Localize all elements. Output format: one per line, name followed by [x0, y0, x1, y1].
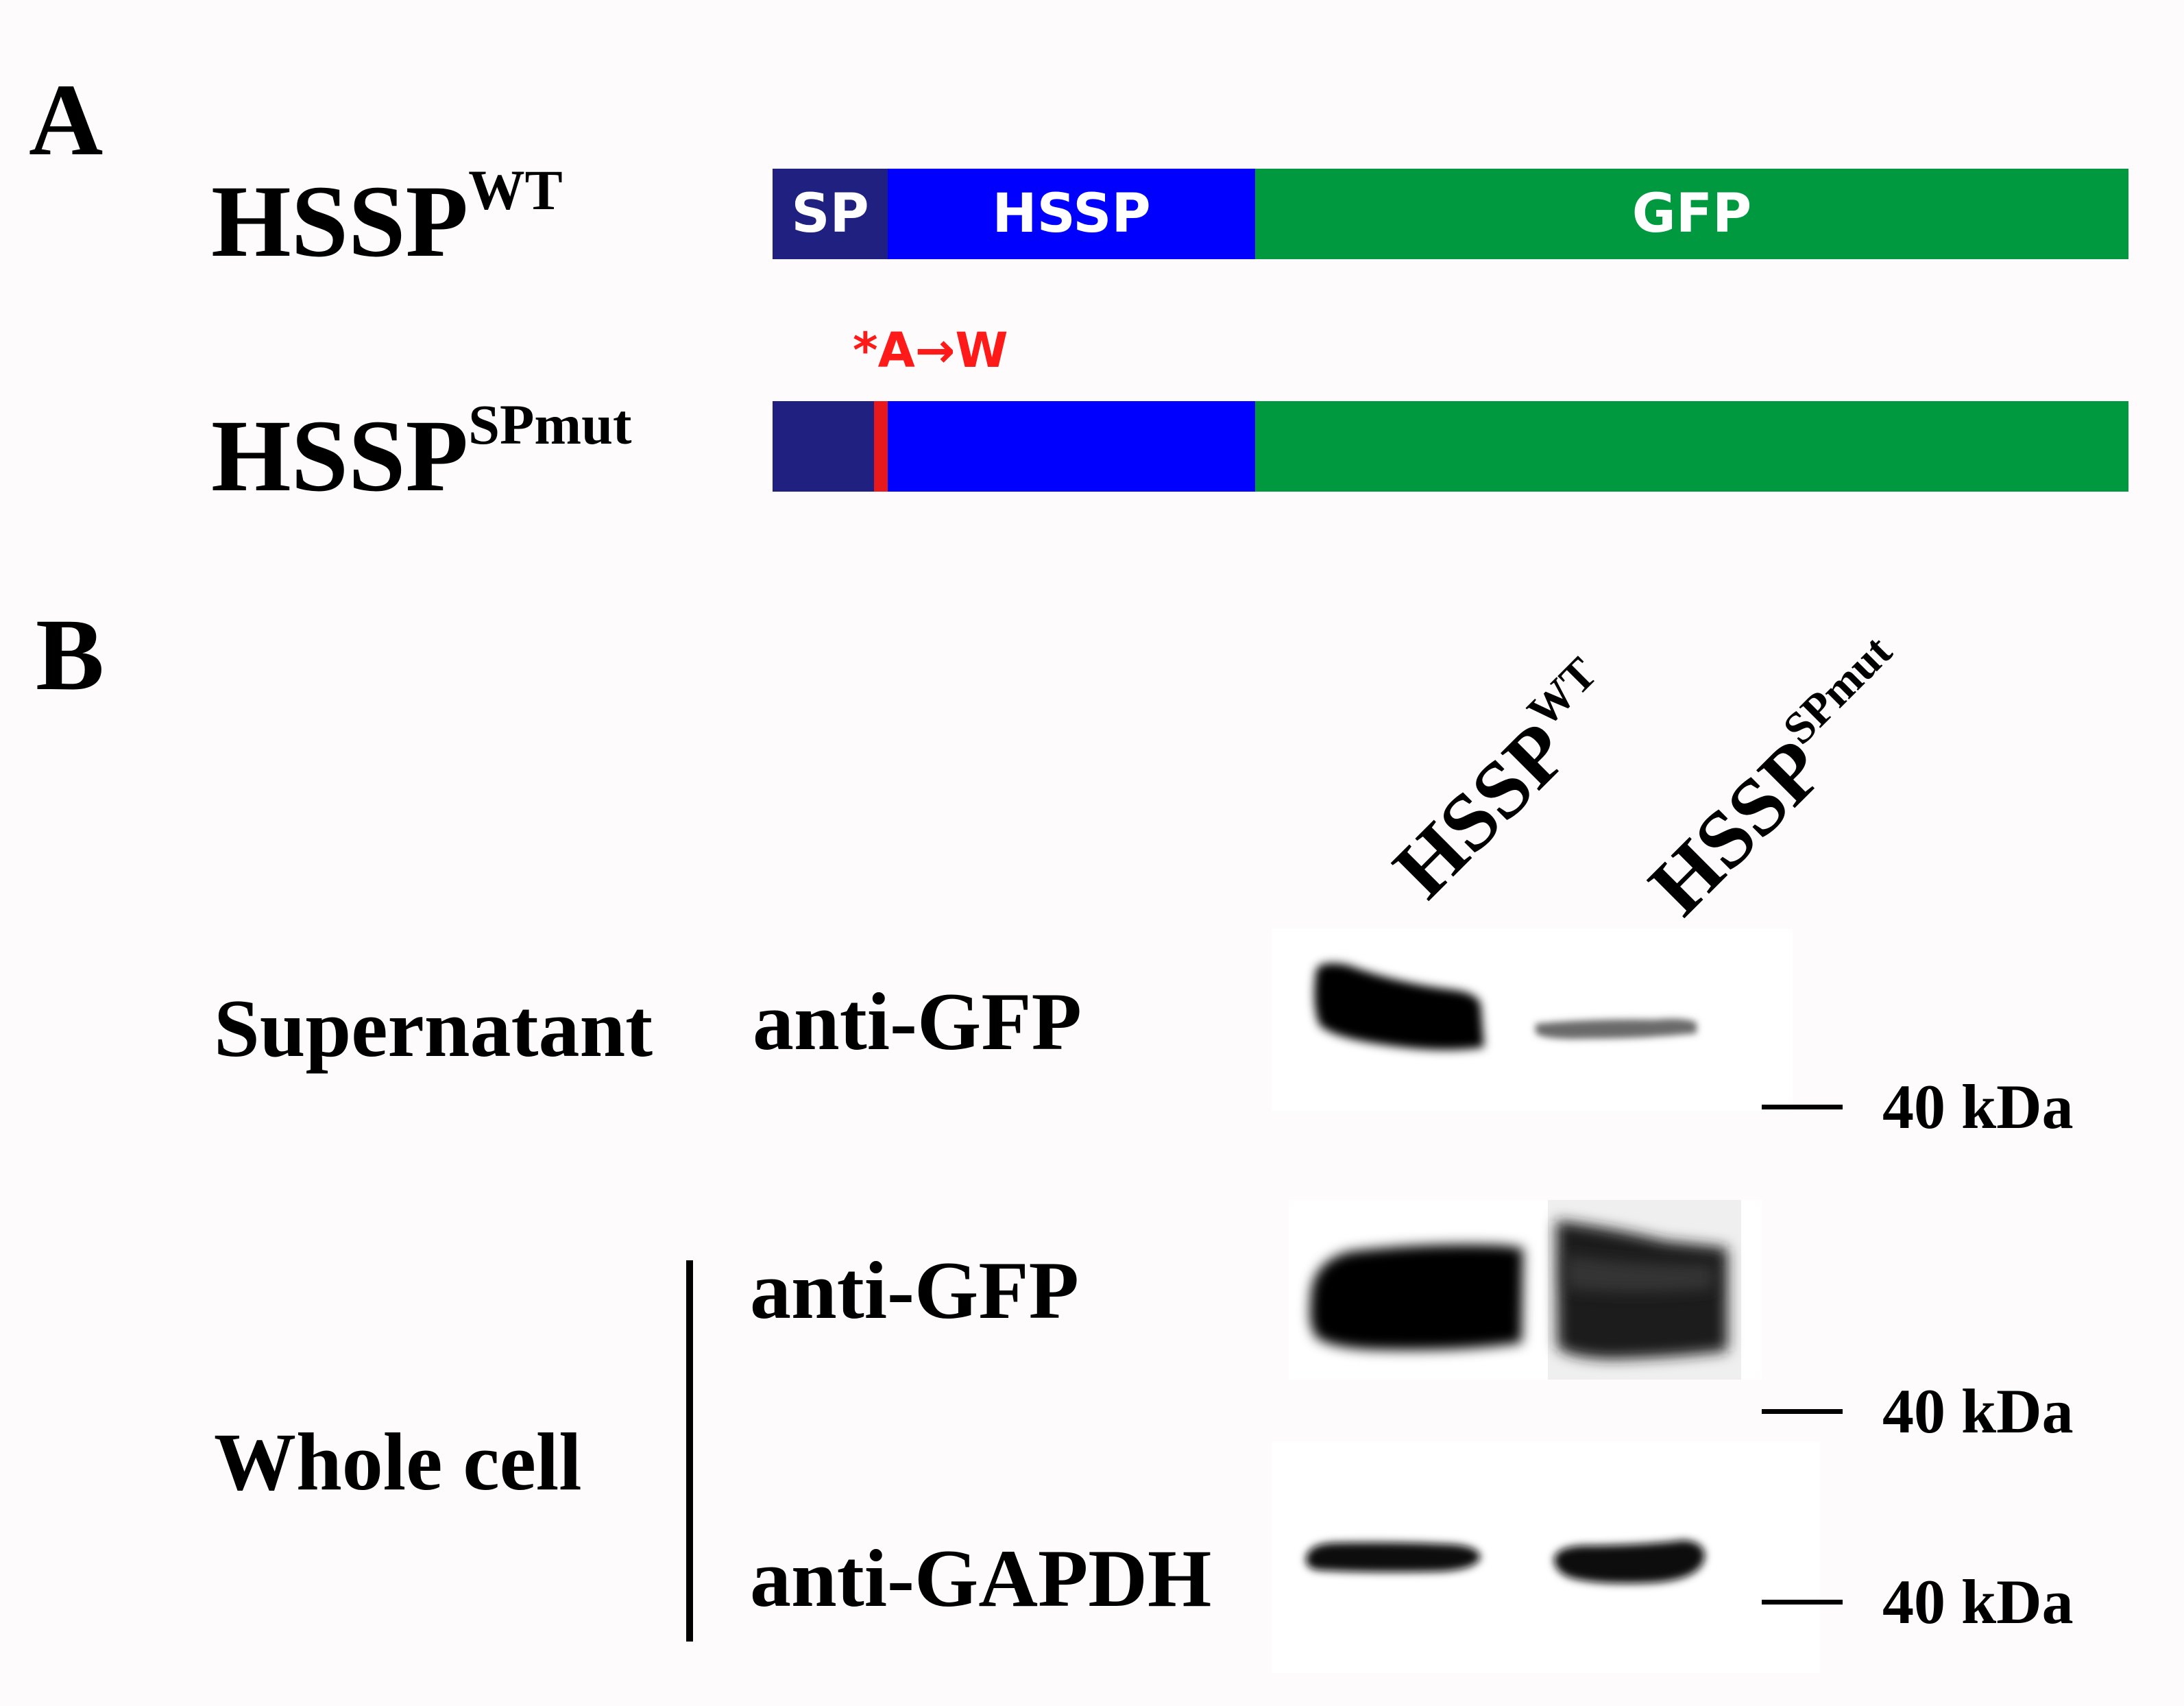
whole-cell-bracket: [686, 1260, 693, 1642]
lane-spmut-superscript: SPmut: [1773, 625, 1902, 754]
blot-whole-cell-gfp: [1289, 1200, 1762, 1380]
band-wt: [1306, 1542, 1481, 1572]
antibody-label-sup-gfp: anti-GFP: [753, 976, 1082, 1067]
lane-wt-base: HSSP: [1376, 704, 1586, 915]
supernatant-label: Supernatant: [214, 983, 653, 1074]
band-spmut: [1554, 1540, 1705, 1584]
antibody-label-wc-gfp: anti-GFP: [750, 1245, 1079, 1336]
construct-spmut-superscript: SPmut: [468, 393, 632, 457]
construct-wt-base: HSSP: [211, 165, 469, 278]
panel-b-label: B: [36, 598, 105, 712]
lane-label-wt: HSSPWT: [1376, 648, 1636, 915]
sp-segment-mutant: [773, 401, 888, 492]
lane-spmut-base: HSSP: [1631, 721, 1842, 933]
mw-marker-tick: [1762, 1104, 1843, 1109]
hssp-segment-label: HSSP: [992, 183, 1151, 245]
gfp-segment-label: GFP: [1631, 183, 1752, 245]
blot-supernatant-gfp: [1272, 929, 1793, 1111]
hssp-segment-mutant: [888, 401, 1255, 492]
mutation-label: *A→W: [853, 322, 1008, 379]
mw-marker-label: 40 kDa: [1882, 1567, 2074, 1637]
mw-marker-whole-cell-gfp: 40 kDa: [1762, 1380, 2074, 1443]
sp-segment: SP: [773, 169, 888, 259]
mw-marker-supernatant: 40 kDa: [1762, 1075, 2074, 1138]
mw-marker-tick: [1762, 1599, 1843, 1605]
hssp-segment: HSSP: [888, 169, 1255, 259]
mw-marker-label: 40 kDa: [1882, 1376, 2074, 1446]
band-spmut: [1536, 1018, 1697, 1040]
mw-marker-label: 40 kDa: [1882, 1072, 2074, 1142]
mw-marker-tick: [1762, 1408, 1843, 1414]
panel-a-label: A: [29, 63, 104, 177]
construct-wt-superscript: WT: [468, 158, 563, 222]
blot-whole-cell-gapdh: [1272, 1441, 1820, 1673]
lane-label-spmut: HSSPSPmut: [1631, 626, 1931, 932]
antibody-label-wc-gapdh: anti-GAPDH: [750, 1533, 1212, 1624]
whole-cell-label: Whole cell: [214, 1416, 582, 1507]
construct-spmut-bar: [773, 401, 2128, 492]
construct-spmut-base: HSSP: [211, 399, 469, 513]
construct-wt-bar: SP HSSP GFP: [773, 169, 2128, 259]
construct-wt-name: HSSPWT: [211, 162, 563, 273]
gfp-segment-mutant: [1255, 401, 2128, 492]
mutation-site-marker: [874, 401, 888, 492]
mw-marker-whole-cell-gapdh: 40 kDa: [1762, 1570, 2074, 1633]
construct-spmut-name: HSSPSPmut: [211, 396, 632, 507]
band-wt: [1310, 1245, 1523, 1350]
gfp-segment: GFP: [1255, 169, 2128, 259]
band-wt: [1314, 963, 1484, 1050]
sp-segment-label: SP: [791, 183, 869, 245]
